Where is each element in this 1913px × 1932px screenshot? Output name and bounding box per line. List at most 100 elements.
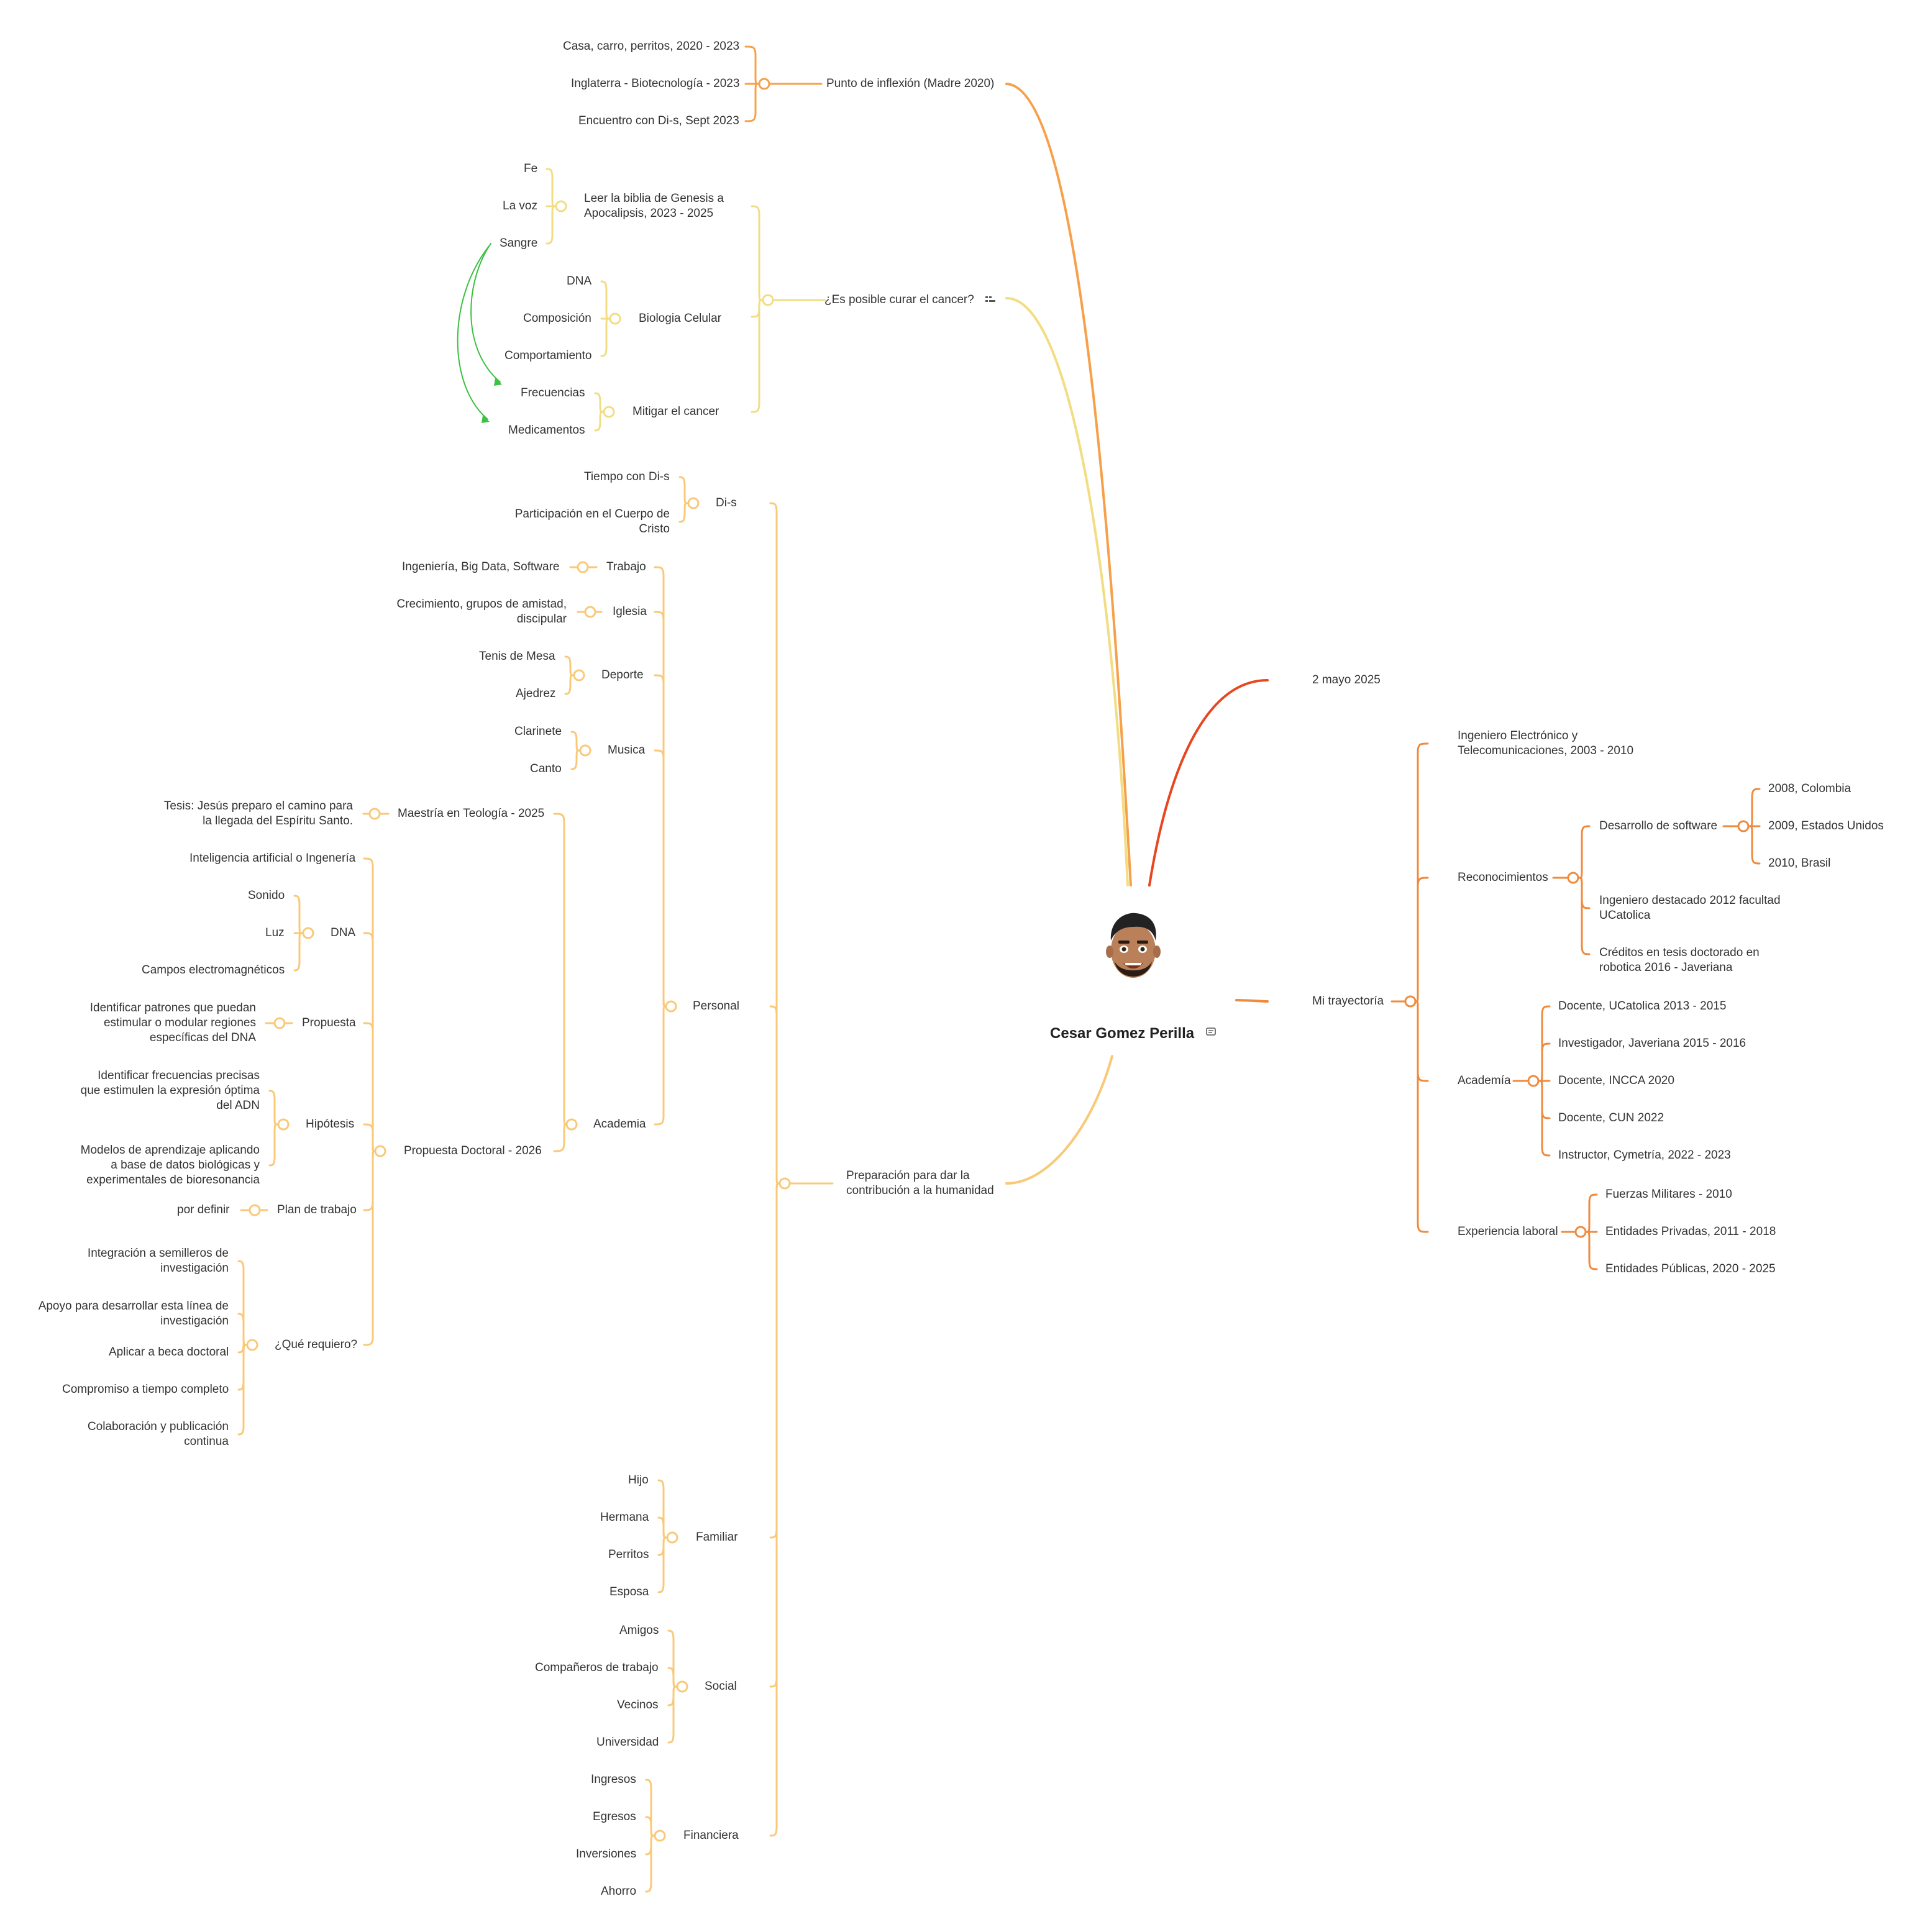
branch-fecha[interactable]: 2 mayo 2025 [1312,673,1381,686]
topic-node[interactable]: Compromiso a tiempo completo [62,1383,229,1396]
collapse-toggle[interactable] [665,1000,677,1013]
topic-node[interactable]: Compañeros de trabajo [535,1661,659,1674]
topic-node[interactable]: Ingresos [591,1773,636,1786]
topic-plan-trabajo[interactable]: Plan de trabajo [277,1203,357,1216]
collapse-toggle[interactable] [273,1017,286,1029]
topic-node[interactable]: Aplicar a beca doctoral [109,1346,229,1359]
topic-node[interactable]: Entidades Públicas, 2020 - 2025 [1605,1262,1776,1275]
collapse-toggle[interactable] [246,1339,258,1351]
collapse-toggle[interactable] [758,78,770,90]
topic-biologia-celular[interactable]: Biologia Celular [639,312,722,325]
topic-node[interactable]: Créditos en tesis doctorado en robotica … [1599,946,1760,974]
topic-node[interactable]: Tesis: Jesús preparo el camino para la l… [163,800,353,827]
notes-icon[interactable] [1205,1026,1217,1037]
collapse-toggle[interactable] [277,1118,290,1131]
topic-academia[interactable]: Academia [593,1118,646,1131]
topic-node[interactable]: Frecuencias [521,386,585,399]
topic-dna[interactable]: DNA [331,926,356,939]
collapse-toggle[interactable] [555,200,567,212]
topic-node[interactable]: Tenis de Mesa [479,650,555,663]
collapse-toggle[interactable] [302,927,314,939]
topic-node[interactable]: 2010, Brasil [1768,857,1831,870]
collapse-toggle[interactable] [1527,1075,1540,1087]
topic-node[interactable]: Comportamiento [505,349,592,362]
collapse-toggle[interactable] [676,1680,688,1693]
topic-node[interactable]: Investigador, Javeriana 2015 - 2016 [1558,1037,1746,1050]
collapse-toggle[interactable] [249,1204,261,1216]
topic-node[interactable]: Canto [530,762,562,775]
topic-desarrollo-software[interactable]: Desarrollo de software [1599,819,1718,832]
topic-deporte[interactable]: Deporte [601,668,644,681]
branch-punto-inflexion[interactable]: Punto de inflexión (Madre 2020) [826,77,995,90]
topic-node[interactable]: Tiempo con Di-s [584,470,670,483]
topic-node[interactable]: Apoyo para desarrollar esta línea de inv… [38,1300,229,1328]
central-topic[interactable]: Cesar Gomez Perilla [1050,1025,1195,1042]
topic-social[interactable]: Social [705,1680,737,1693]
collapse-toggle[interactable] [565,1118,578,1131]
topic-personal[interactable]: Personal [693,1000,739,1013]
topic-node[interactable]: Docente, INCCA 2020 [1558,1074,1674,1087]
collapse-toggle[interactable] [1737,820,1750,832]
collapse-toggle[interactable] [579,744,591,757]
collapse-toggle[interactable] [666,1531,678,1544]
topic-experiencia-laboral[interactable]: Experiencia laboral [1458,1225,1558,1238]
topic-node[interactable]: Campos electromagnéticos [142,964,285,977]
collapse-toggle[interactable] [1574,1226,1587,1238]
topic-node[interactable]: por definir [177,1203,230,1216]
topic-que-requiero[interactable]: ¿Qué requiero? [275,1338,358,1351]
collapse-toggle[interactable] [374,1145,386,1157]
collapse-toggle[interactable] [603,406,615,418]
topic-mitigar-cancer[interactable]: Mitigar el cancer [632,405,719,418]
topic-node[interactable]: 2008, Colombia [1768,782,1851,795]
collapse-toggle[interactable] [609,312,621,325]
topic-node[interactable]: Ingeniería, Big Data, Software [402,560,560,573]
topic-node[interactable]: Hijo [628,1474,649,1487]
topic-node[interactable]: Esposa [610,1585,649,1598]
topic-node[interactable]: Colaboración y publicación continua [87,1420,229,1448]
topic-financiera[interactable]: Financiera [683,1829,739,1842]
topic-node[interactable]: Instructor, Cymetría, 2022 - 2023 [1558,1149,1731,1162]
topic-node[interactable]: Fuerzas Militares - 2010 [1605,1188,1732,1201]
topic-propuesta[interactable]: Propuesta [302,1016,356,1029]
topic-node[interactable]: Composición [523,312,591,325]
topic-academia-trayectoria[interactable]: Academía [1458,1074,1511,1087]
topic-trabajo[interactable]: Trabajo [606,560,646,573]
topic-node[interactable]: Medicamentos [508,424,585,437]
topic-propuesta-doctoral[interactable]: Propuesta Doctoral - 2026 [404,1144,542,1157]
topic-node[interactable]: Modelos de aprendizaje aplicando a base … [80,1144,260,1187]
topic-node[interactable]: Casa, carro, perritos, 2020 - 2023 [563,40,740,53]
topic-node[interactable]: Vecinos [617,1698,659,1711]
topic-node[interactable]: Universidad [596,1736,659,1749]
topic-musica[interactable]: Musica [608,744,646,757]
topic-iglesia[interactable]: Iglesia [613,605,647,618]
collapse-toggle[interactable] [368,808,381,820]
collapse-toggle[interactable] [778,1177,791,1190]
topic-dis[interactable]: Di-s [716,496,737,509]
topic-node[interactable]: Inversiones [576,1848,637,1861]
topic-node[interactable]: Inteligencia artificial o Ingenería [189,852,356,865]
topic-node[interactable]: Ajedrez [516,687,556,700]
topic-node[interactable]: Participación en el Cuerpo de Cristo [514,508,670,535]
topic-node[interactable]: Sangre [500,237,538,250]
topic-node[interactable]: Identificar frecuencias precisas que est… [80,1069,260,1112]
topic-node[interactable]: Encuentro con Di-s, Sept 2023 [578,114,739,127]
topic-node[interactable]: Luz [265,926,285,939]
topic-node[interactable]: Docente, UCatolica 2013 - 2015 [1558,1000,1727,1013]
task-icon[interactable] [984,294,997,306]
topic-node[interactable]: Docente, CUN 2022 [1558,1111,1664,1124]
collapse-toggle[interactable] [584,606,596,618]
collapse-toggle[interactable] [687,497,700,509]
topic-node[interactable]: Integración a semilleros de investigació… [87,1247,229,1275]
topic-leer-biblia[interactable]: Leer la biblia de Genesis a Apocalipsis,… [584,192,724,220]
topic-node[interactable]: Sonido [248,889,285,902]
topic-node[interactable]: Ingeniero Electrónico y Telecomunicacion… [1458,729,1634,757]
collapse-toggle[interactable] [1404,995,1417,1008]
topic-node[interactable]: Hermana [600,1511,649,1524]
collapse-toggle[interactable] [573,669,585,681]
collapse-toggle[interactable] [1567,872,1579,884]
topic-node[interactable]: La voz [503,199,537,212]
topic-node[interactable]: DNA [567,275,592,288]
topic-node[interactable]: Fe [524,162,538,175]
topic-hipotesis[interactable]: Hipótesis [306,1118,355,1131]
collapse-toggle[interactable] [762,294,774,306]
